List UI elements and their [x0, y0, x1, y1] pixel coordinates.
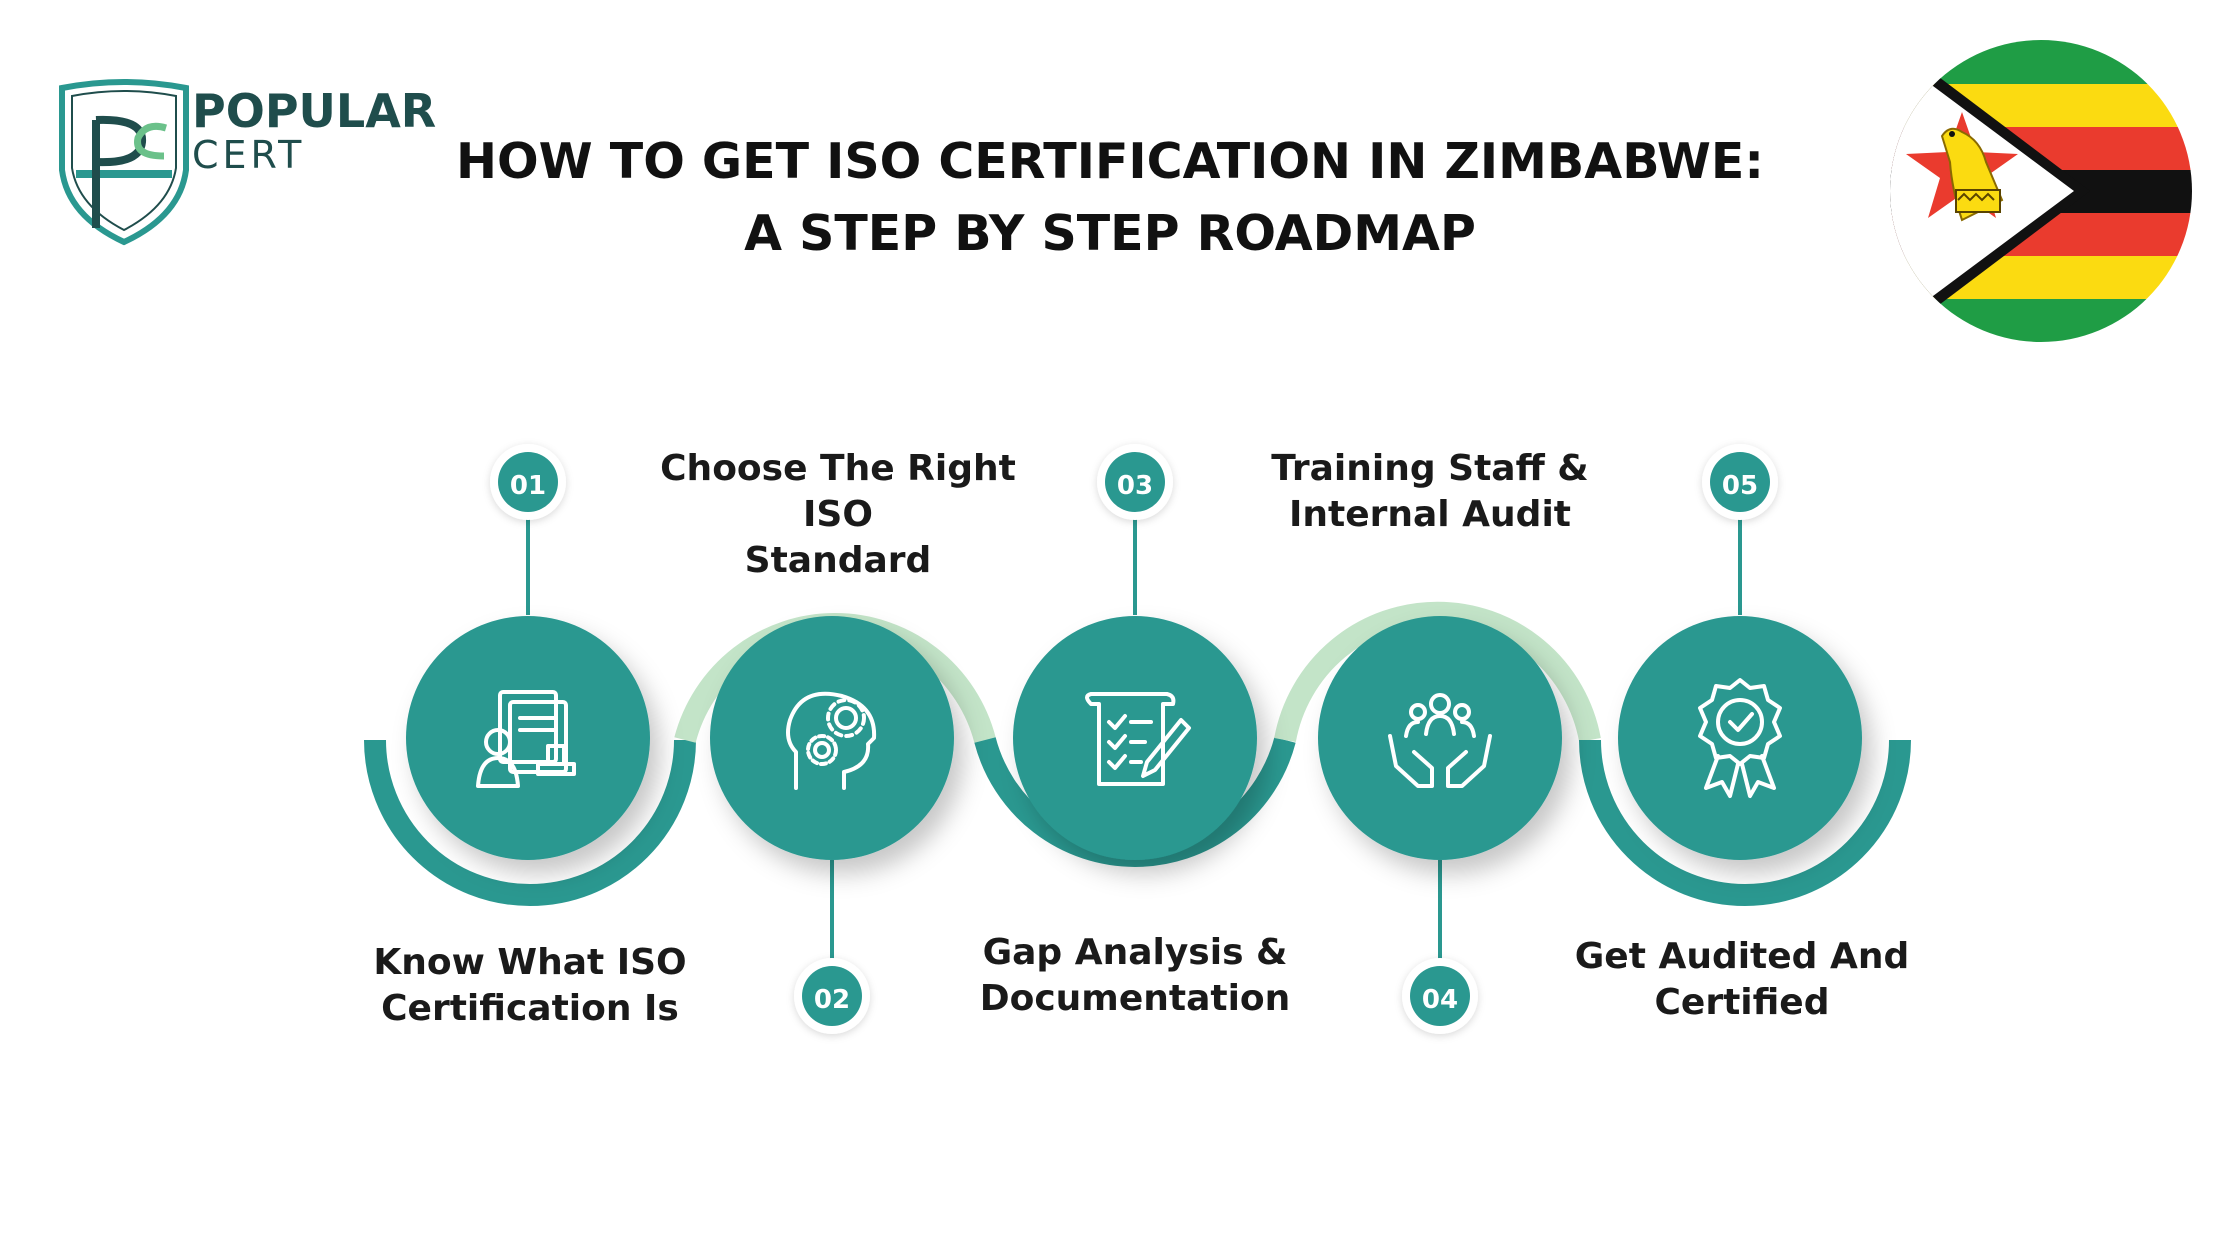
zimbabwe-flag-icon: [1890, 40, 2192, 342]
step-label-5-line-1: Get Audited And: [1574, 936, 1910, 977]
wave-arc-1: [364, 739, 696, 906]
step-label-2-line-1: Choose The Right ISO: [660, 448, 1016, 535]
step-label-1-line-1: Know What ISO: [373, 942, 687, 983]
step-circle-1: [406, 616, 650, 860]
step-label-4-line-2: Internal Audit: [1288, 494, 1571, 535]
step-badge-5: 05: [1702, 444, 1778, 520]
step-label-4: Training Staff & Internal Audit: [1220, 446, 1640, 538]
step-badge-2: 02: [794, 958, 870, 1034]
title-line-1: HOW TO GET ISO CERTIFICATION IN ZIMBABWE…: [456, 133, 1764, 190]
step-circle-4: [1318, 616, 1562, 860]
step-label-3-line-2: Documentation: [979, 978, 1291, 1019]
step-label-4-line-1: Training Staff &: [1271, 448, 1589, 489]
logo-word-cert: CERT: [192, 133, 306, 177]
step-label-2: Choose The Right ISO Standard: [628, 446, 1048, 584]
award-badge-icon: [1698, 678, 1782, 798]
step-circles: [406, 616, 1862, 860]
shield-logo-icon: [59, 79, 189, 246]
step-badge-1: 01: [490, 444, 566, 520]
step-label-5-line-2: Certified: [1654, 982, 1830, 1023]
step-number-1: 01: [510, 471, 546, 501]
step-label-3: Gap Analysis & Documentation: [925, 930, 1345, 1022]
wave-arc-4: [1274, 601, 1601, 742]
step-number-5: 05: [1722, 471, 1758, 501]
head-gears-icon: [786, 691, 877, 790]
connector-lines: [526, 518, 1742, 960]
step-circle-5: [1618, 616, 1862, 860]
checklist-pen-icon: [1085, 692, 1191, 786]
step-circle-3: [1013, 616, 1257, 860]
step-number-2: 02: [814, 985, 850, 1015]
step-label-3-line-1: Gap Analysis &: [982, 932, 1288, 973]
popular-cert-logo: POPULAR CERT: [54, 78, 436, 248]
step-badge-4: 04: [1402, 958, 1478, 1034]
step-label-1-line-2: Certification Is: [381, 988, 679, 1029]
documents-person-icon: [476, 690, 576, 788]
step-label-5: Get Audited And Certified: [1532, 934, 1952, 1026]
logo-word-popular: POPULAR: [192, 84, 437, 138]
wave-arc-5: [1579, 739, 1911, 906]
step-number-4: 04: [1422, 985, 1458, 1015]
step-badge-3: 03: [1097, 444, 1173, 520]
title-line-2: A STEP BY STEP ROADMAP: [744, 205, 1476, 262]
page-title: HOW TO GET ISO CERTIFICATION IN ZIMBABWE…: [420, 126, 1800, 270]
number-badges: 01 02 03 04 05: [490, 444, 1778, 1034]
logo-wordmark: POPULAR CERT: [192, 88, 436, 174]
step-label-1: Know What ISO Certification Is: [320, 940, 740, 1032]
step-label-2-line-2: Standard: [744, 540, 932, 581]
step-number-3: 03: [1117, 471, 1153, 501]
hands-team-icon: [1388, 693, 1492, 788]
